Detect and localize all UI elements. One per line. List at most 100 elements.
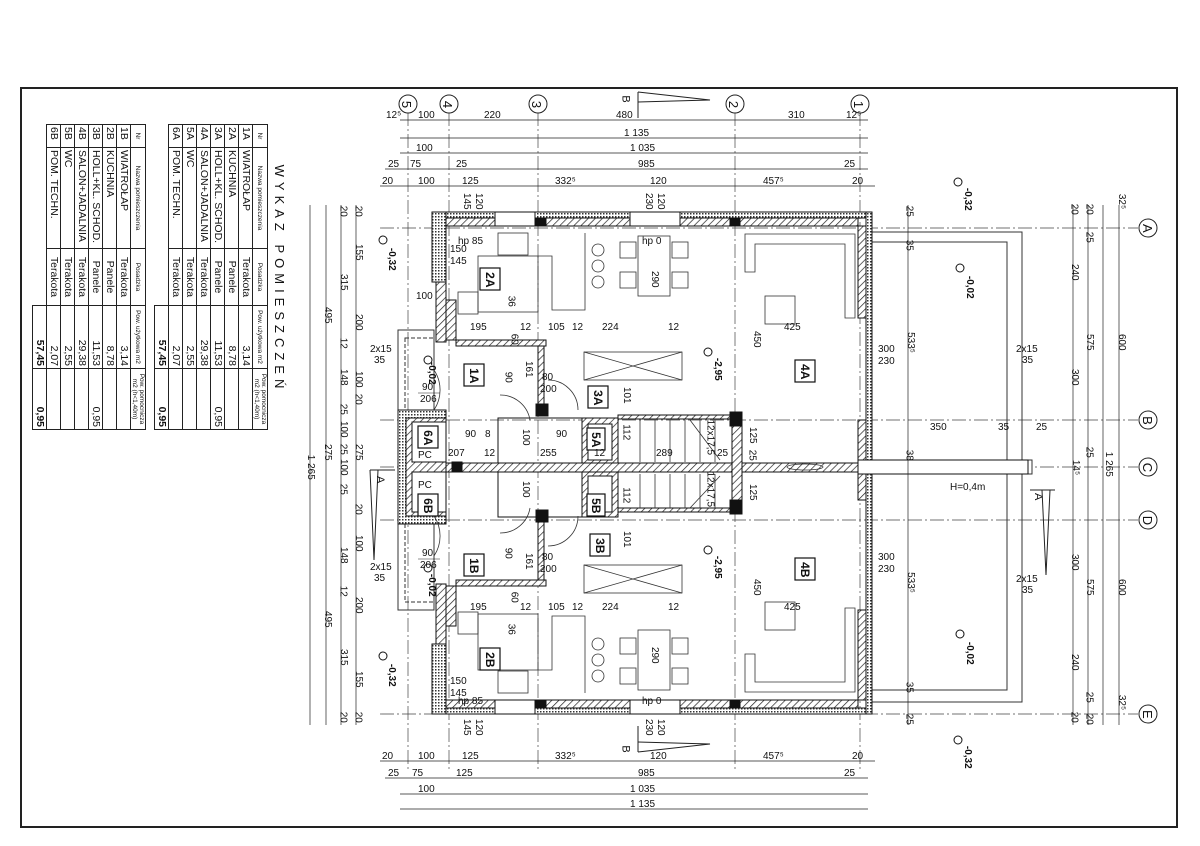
dim: 100 — [520, 429, 531, 446]
dim: 575 — [1084, 579, 1095, 596]
dim: 100 — [520, 481, 531, 498]
dim: 75 — [410, 159, 422, 170]
cell-nr: 5B — [60, 124, 75, 148]
dim: 35 — [998, 422, 1010, 433]
cell-aux — [60, 368, 75, 430]
dim: 25 — [337, 484, 348, 496]
window-width: 150 — [450, 676, 467, 687]
dim: 125 — [462, 176, 479, 187]
dim: 32⁵ — [1116, 695, 1127, 710]
dim: 224 — [602, 602, 619, 613]
section-a-label-left: A — [374, 476, 386, 484]
dim: 300 — [1069, 369, 1080, 386]
room-4b: 4B — [798, 562, 812, 578]
level-entry-b: -0,02 — [426, 574, 437, 597]
dim: 25 — [1083, 232, 1094, 244]
room-2a: 2A — [483, 272, 497, 288]
section-b-label-top: B — [620, 95, 632, 102]
dim: 35 — [903, 240, 914, 252]
boiler-label: PC — [418, 450, 432, 461]
dim: 12 — [484, 448, 496, 459]
cell-nr: 1B — [116, 124, 131, 148]
axis-a: A — [1140, 224, 1155, 233]
cell-aux — [168, 368, 183, 430]
dim: 32⁵ — [1116, 194, 1127, 209]
cell-name: HOLL+KL. SCHOD. — [210, 147, 225, 249]
dim: 25 — [388, 768, 400, 779]
dim: 332⁵ — [555, 176, 576, 187]
cell-name: HOLL+KL. SCHOD. — [88, 147, 103, 249]
dim: 12 — [337, 338, 348, 350]
cell-floor: Terakota — [60, 248, 75, 306]
stairs-note: 12x17,5 — [705, 471, 716, 507]
cell-area: 11,53 — [210, 305, 225, 369]
dim: 90 — [502, 548, 513, 560]
cell-nr: 4B — [74, 124, 89, 148]
axis-3: 3 — [529, 101, 544, 108]
room-5a: 5A — [589, 432, 603, 448]
steps-note: 35 — [374, 355, 386, 366]
window-dim: 100 — [416, 291, 433, 302]
dim: 20 — [1083, 714, 1094, 726]
dim: 985 — [638, 159, 655, 170]
level-outer-ne: -0,32 — [962, 188, 973, 211]
dim: 120 — [650, 176, 667, 187]
header-aux: Pow. pomocnicza m2 (h<1,40m) — [130, 368, 146, 430]
window-dim: 230 — [643, 193, 654, 210]
dim: 20 — [337, 206, 348, 218]
dim: 20 — [352, 394, 363, 406]
dim: 25 — [1083, 692, 1094, 704]
dim: 100 — [418, 751, 435, 762]
window-dim: 120 — [655, 193, 666, 210]
level-terrace-a: -0,02 — [964, 276, 975, 299]
door-width: 90 — [422, 548, 434, 559]
window-dim: 145 — [461, 193, 472, 210]
annotations: 90 206 90 206 80 200 80 200 300 230 300 … — [370, 193, 1038, 736]
dim: 100 — [418, 784, 435, 795]
axis-4: 4 — [440, 101, 455, 108]
steps-note: 2x15 — [370, 344, 392, 355]
room-table-a: Nr Nazwa pomieszczenia Posadzka Pow. uży… — [154, 124, 268, 430]
dim: 20 — [1083, 204, 1094, 216]
cell-name: WIATROŁAP — [116, 147, 131, 249]
dim: 155 — [353, 671, 364, 688]
dims-inner: 195 12 105 12 224 12 425 450 36 60 195 1… — [448, 296, 801, 636]
cell-aux — [182, 368, 197, 430]
dim: 36 — [505, 624, 516, 636]
header-floor: Posadzka — [130, 248, 146, 306]
window-width: 300 — [878, 552, 895, 563]
steps-note: 2x15 — [370, 562, 392, 573]
dim: 101 — [621, 531, 632, 548]
dim: 60 — [508, 334, 519, 346]
dim: 100 — [338, 459, 349, 476]
dim: 207 — [448, 448, 465, 459]
furniture — [433, 232, 856, 694]
cell-area: 8,78 — [102, 305, 117, 369]
dim: 600 — [1116, 334, 1127, 351]
sill-height: hp 0 — [642, 236, 662, 247]
axis-1: 1 — [851, 101, 866, 108]
dim: 290 — [649, 271, 660, 288]
window-dim: 120 — [473, 719, 484, 736]
steps-note: 35 — [374, 573, 386, 584]
cell-floor: Terakota — [46, 248, 61, 306]
dim: 12 — [668, 602, 680, 613]
steps-note: 35 — [1022, 355, 1034, 366]
dim: 35 — [903, 682, 914, 694]
cell-nr: 2B — [102, 124, 117, 148]
dim: 275 — [353, 444, 364, 461]
dim: 25 — [1036, 422, 1048, 433]
cell-nr: 2A — [224, 124, 239, 148]
dim: 20 — [852, 751, 864, 762]
room-schedule: WYKAZ POMIESZCZEŃ Nr Nazwa pomieszczenia… — [24, 124, 290, 434]
room-1b: 1B — [467, 558, 481, 574]
dim: 275 — [322, 444, 333, 461]
room-6a: 6A — [421, 430, 435, 446]
dim: 495 — [322, 611, 333, 628]
